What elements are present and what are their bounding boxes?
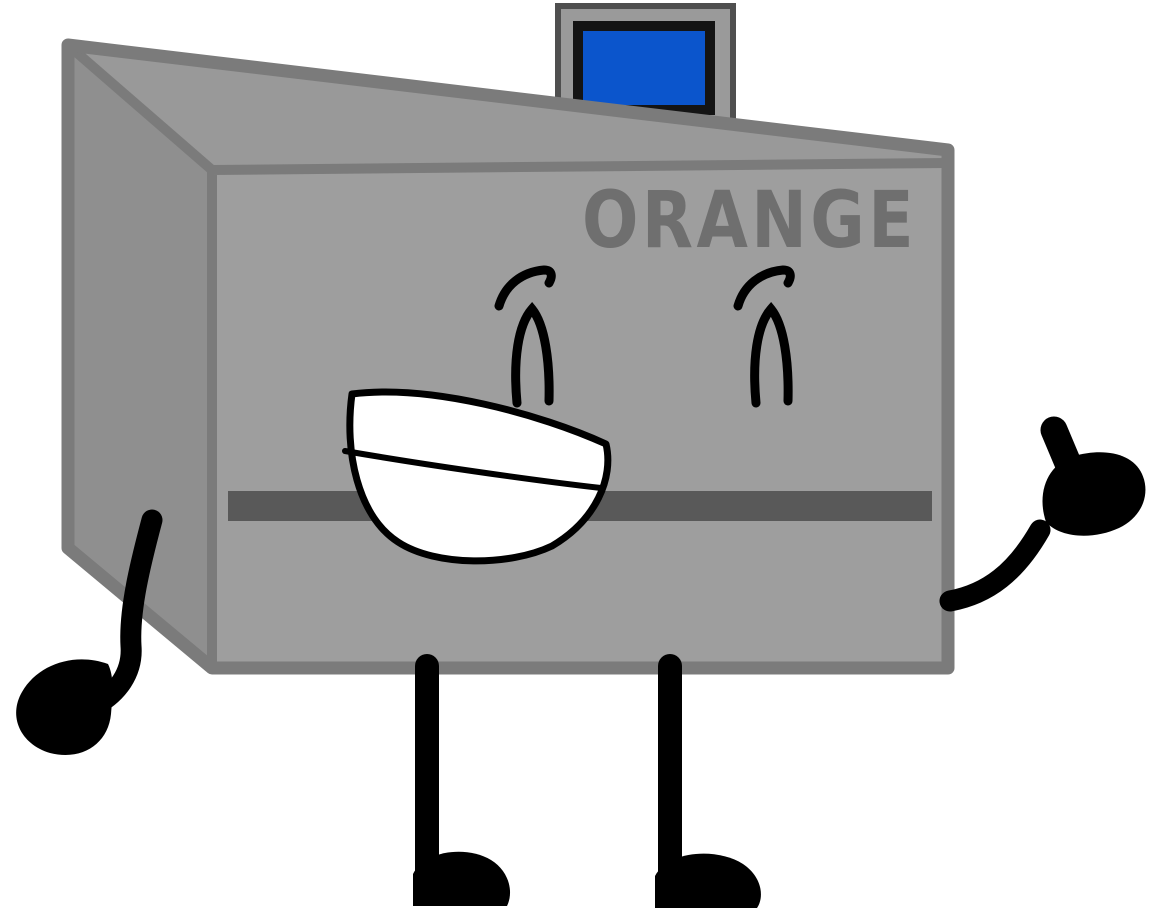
right-eye — [733, 265, 795, 408]
mouth-teeth-line — [342, 448, 604, 491]
left-eye — [494, 265, 556, 408]
right-foot — [655, 853, 761, 908]
left-foot — [413, 851, 511, 906]
left-arm-line — [81, 509, 163, 718]
screen-display — [573, 21, 715, 115]
right-eye-arc — [733, 265, 795, 311]
right-arm-line — [939, 519, 1051, 612]
mouth — [342, 388, 612, 565]
orange-label: ORANGE — [582, 176, 917, 266]
legs — [413, 654, 761, 908]
right-hand — [1042, 452, 1146, 536]
left-eye-arc — [494, 265, 556, 311]
right-arm — [939, 416, 1146, 612]
mouth-shape — [346, 388, 612, 565]
right-eye-crease — [750, 302, 793, 408]
box-inner-edges — [64, 41, 949, 668]
left-hand — [16, 659, 113, 755]
left-arm — [16, 509, 163, 755]
box-body — [61, 38, 955, 675]
box-side-face — [68, 45, 212, 668]
left-eye-crease — [511, 302, 554, 408]
box-outline — [61, 38, 955, 675]
